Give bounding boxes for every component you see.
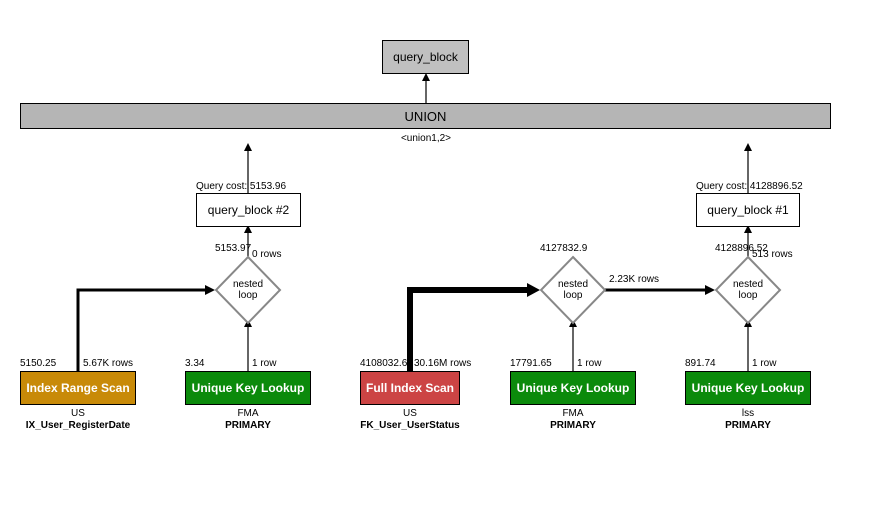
index-range-scan-node[interactable]: Index Range Scan bbox=[20, 371, 136, 405]
full-table: US bbox=[403, 408, 417, 419]
union-node[interactable]: UNION bbox=[20, 103, 831, 129]
uk2-cost: 17791.65 bbox=[510, 358, 552, 369]
uk3-key: PRIMARY bbox=[725, 420, 771, 431]
nl-left-label1: nested bbox=[232, 279, 264, 290]
query-block-2[interactable]: query_block #2 bbox=[196, 193, 301, 227]
query-block-root[interactable]: query_block bbox=[382, 40, 469, 74]
nl-left-rows: 0 rows bbox=[252, 249, 282, 260]
nested-loop-mid[interactable]: nested loop bbox=[543, 279, 603, 301]
uk1-cost: 3.34 bbox=[185, 358, 205, 369]
nested-loop-right[interactable]: nested loop bbox=[718, 279, 778, 301]
uk2-table: FMA bbox=[562, 408, 584, 419]
unique-key-lookup-1-node[interactable]: Unique Key Lookup bbox=[185, 371, 311, 405]
nl-right-cost: 4128896.52 bbox=[715, 243, 768, 254]
uk3-table: lss bbox=[741, 408, 755, 419]
nl-right-label1: nested bbox=[732, 279, 764, 290]
union-sub-label: <union1,2> bbox=[400, 133, 452, 144]
uk3-rows: 1 row bbox=[752, 358, 777, 369]
uk1-rows: 1 row bbox=[252, 358, 277, 369]
nested-loop-left-shape bbox=[214, 255, 282, 325]
nested-loop-right-shape bbox=[714, 255, 782, 325]
nl-mid-rows: 2.23K rows bbox=[609, 274, 660, 285]
nl-mid-cost: 4127832.9 bbox=[540, 243, 588, 254]
query-block-1[interactable]: query_block #1 bbox=[696, 193, 800, 227]
edge-full-nlmid bbox=[407, 287, 530, 371]
nl-mid-label1: nested bbox=[557, 279, 589, 290]
full-cost: 4108032.6 bbox=[360, 358, 408, 369]
range-key: IX_User_RegisterDate bbox=[25, 420, 131, 431]
range-rows: 5.67K rows bbox=[83, 358, 134, 369]
range-table: US bbox=[71, 408, 85, 419]
range-cost: 5150.25 bbox=[20, 358, 57, 369]
edge-range-nlleft bbox=[76, 288, 207, 371]
uk1-key: PRIMARY bbox=[225, 420, 271, 431]
nl-right-label2: loop bbox=[738, 290, 758, 301]
uk2-key: PRIMARY bbox=[550, 420, 596, 431]
full-index-scan-node[interactable]: Full Index Scan bbox=[360, 371, 460, 405]
uk3-cost: 891.74 bbox=[685, 358, 716, 369]
unique-key-lookup-3-node[interactable]: Unique Key Lookup bbox=[685, 371, 811, 405]
full-key: FK_User_UserStatus bbox=[360, 420, 460, 431]
nl-left-label2: loop bbox=[238, 290, 258, 301]
nested-loop-mid-shape bbox=[539, 255, 607, 325]
qb1-cost: Query cost: 4128896.52 bbox=[696, 181, 803, 192]
qb2-cost: Query cost: 5153.96 bbox=[196, 181, 287, 192]
nl-right-rows: 513 rows bbox=[752, 249, 793, 260]
unique-key-lookup-2-node[interactable]: Unique Key Lookup bbox=[510, 371, 636, 405]
nl-mid-label2: loop bbox=[563, 290, 583, 301]
uk1-table: FMA bbox=[237, 408, 259, 419]
nested-loop-left[interactable]: nested loop bbox=[218, 279, 278, 301]
full-rows: 30.16M rows bbox=[414, 358, 472, 369]
nl-left-cost: 5153.97 bbox=[215, 243, 252, 254]
uk2-rows: 1 row bbox=[577, 358, 602, 369]
